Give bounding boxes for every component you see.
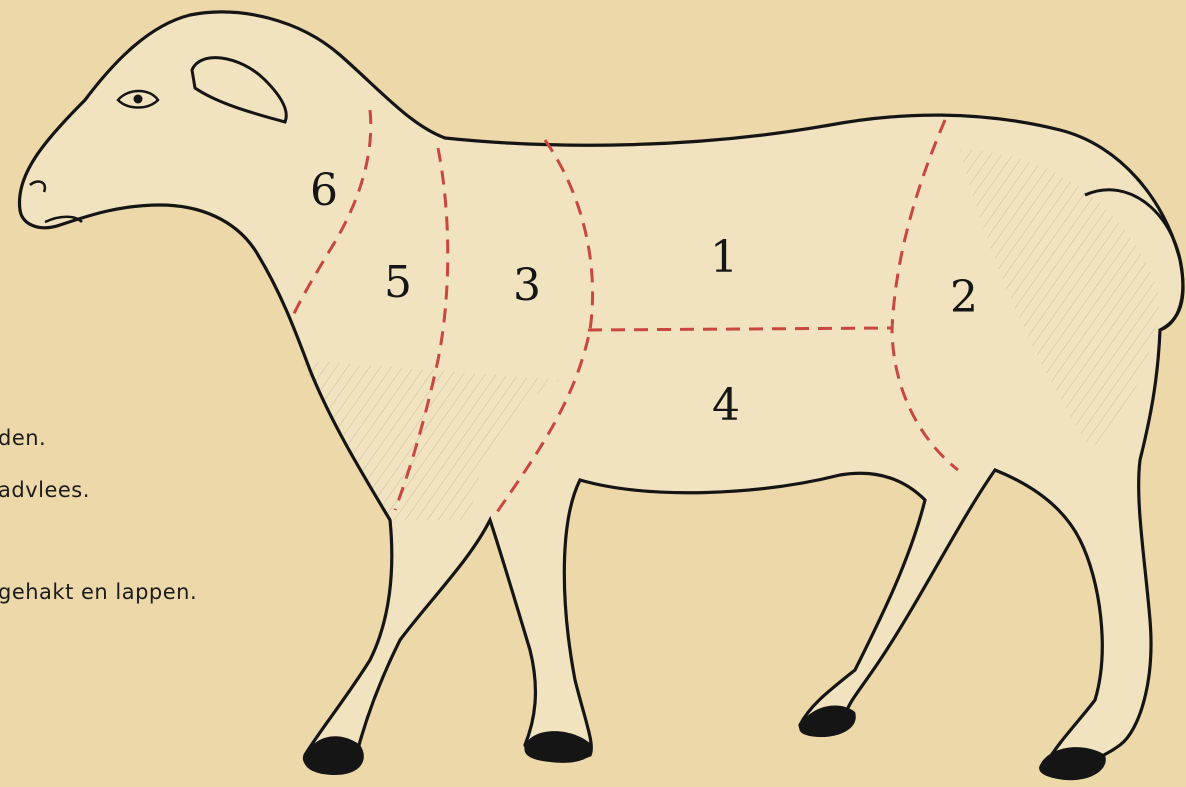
cut-label-1: 1 <box>710 232 738 283</box>
legend-line-3: gehakt en lappen. <box>0 580 197 604</box>
legend-line-1: den. <box>0 426 46 450</box>
cut-label-2: 2 <box>950 272 978 323</box>
sheep-body-outline <box>19 12 1183 769</box>
eye <box>118 91 158 108</box>
cut-label-6: 6 <box>310 165 338 216</box>
legend-line-2: advlees. <box>0 478 90 502</box>
cut-label-4: 4 <box>712 380 740 431</box>
cut-label-5: 5 <box>384 257 412 308</box>
cut-label-3: 3 <box>513 260 541 311</box>
hoof-back-right <box>1039 747 1106 780</box>
